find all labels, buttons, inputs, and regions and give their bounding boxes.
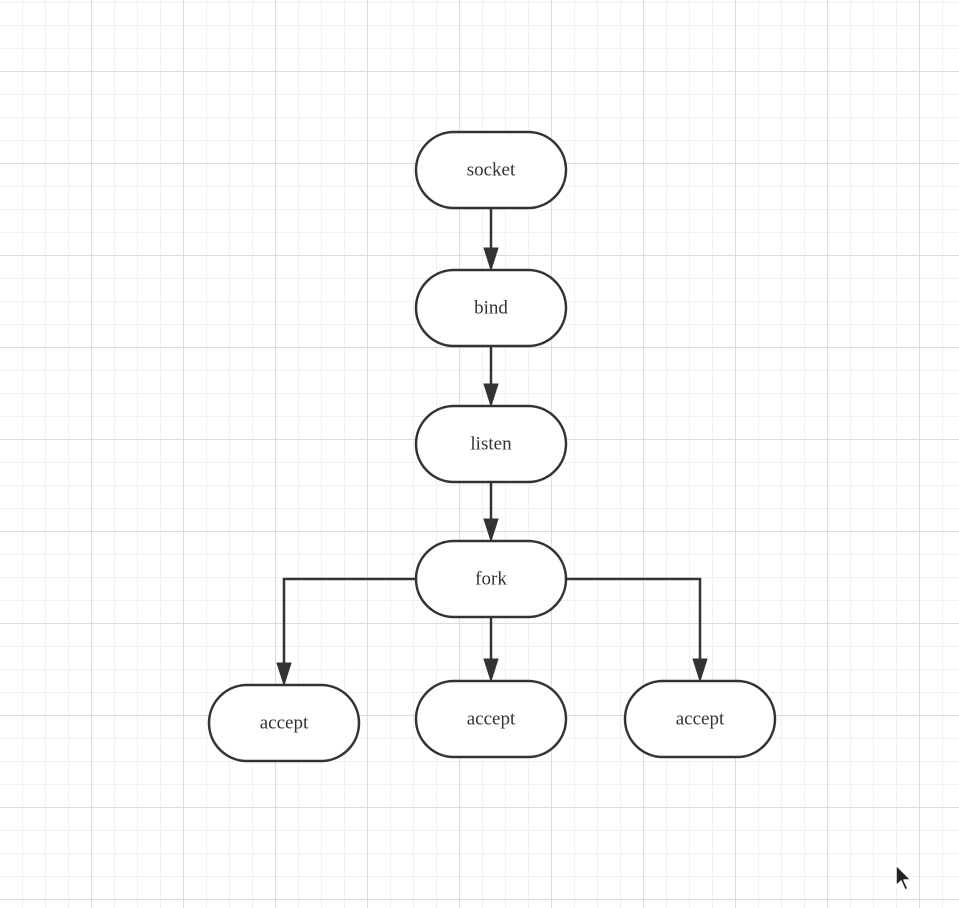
node-label: accept: [260, 713, 309, 734]
node-bind[interactable]: bind: [414, 268, 568, 348]
arrowhead-icon: [483, 518, 499, 543]
edge-bind-to-listen[interactable]: [483, 346, 499, 408]
edge-line: [282, 577, 416, 665]
node-label: listen: [470, 434, 512, 455]
edge-listen-to-fork[interactable]: [483, 482, 499, 543]
node-label: bind: [474, 298, 508, 319]
edge-fork-to-accept-left[interactable]: [276, 577, 416, 687]
node-listen[interactable]: listen: [414, 404, 568, 484]
node-label: accept: [676, 709, 725, 730]
node-label: accept: [467, 709, 516, 730]
edges-layer: [276, 208, 708, 687]
edge-line: [566, 577, 702, 661]
node-socket[interactable]: socket: [414, 130, 568, 210]
edge-socket-to-bind[interactable]: [483, 208, 499, 272]
node-accept-left[interactable]: accept: [207, 683, 361, 763]
nodes-layer: socket bind listen fork accept accept: [207, 130, 777, 763]
node-fork[interactable]: fork: [414, 539, 568, 619]
arrowhead-icon: [692, 658, 708, 683]
arrowhead-icon: [483, 247, 499, 272]
arrowhead-icon: [276, 662, 292, 687]
node-accept-center[interactable]: accept: [414, 679, 568, 759]
node-accept-right[interactable]: accept: [623, 679, 777, 759]
edge-fork-to-accept-center[interactable]: [483, 617, 499, 683]
edge-fork-to-accept-right[interactable]: [566, 577, 708, 683]
arrowhead-icon: [483, 658, 499, 683]
arrowhead-icon: [483, 383, 499, 408]
node-label: socket: [467, 160, 516, 181]
node-label: fork: [475, 569, 507, 590]
mouse-pointer-icon: [895, 864, 912, 891]
